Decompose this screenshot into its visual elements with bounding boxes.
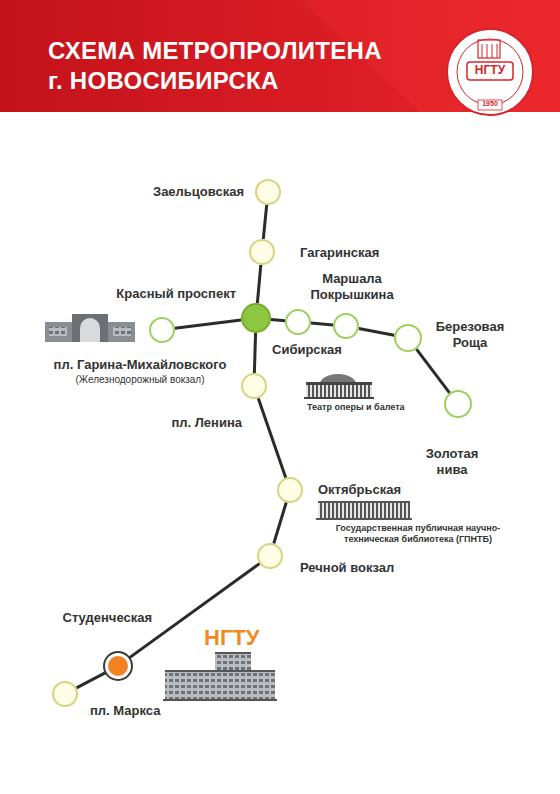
metro-line <box>76 672 106 688</box>
page-title: СХЕМА МЕТРОПРОЛИТЕНА г. НОВОСИБИРСКА <box>48 36 384 96</box>
station-name: (Железнодорожный вокзал) <box>75 374 204 386</box>
station-name: Студенческая <box>63 610 152 626</box>
station-name: Красный проспект <box>116 286 236 302</box>
station-name: Октябрьская <box>318 482 401 498</box>
opera-theatre-picture <box>304 374 374 399</box>
station-name: пл. Ленина <box>171 415 242 431</box>
landmark-caption: Театр оперы и балета <box>307 402 405 413</box>
metro-line <box>263 205 266 239</box>
logo-year: 1950 <box>482 100 498 108</box>
station-name: пл. Маркса <box>90 703 160 719</box>
station-name: Маршала Покрышкина <box>302 271 402 302</box>
station-circle: Красный проспект <box>241 303 271 333</box>
station-circle: пл. Ленина <box>241 373 267 399</box>
metro-line <box>359 328 394 335</box>
metro-line <box>274 502 286 543</box>
metro-line <box>311 323 333 325</box>
metro-line <box>254 333 255 373</box>
logo-text: НГТУ <box>475 63 505 77</box>
railway-station-picture <box>45 314 135 342</box>
station-name: Заельцовская <box>153 184 244 200</box>
metro-line <box>271 319 285 320</box>
university-building-picture <box>163 652 277 701</box>
station-circle: пл. Маркса <box>52 681 78 707</box>
station-name: Березовая Роща <box>428 319 512 350</box>
station-circle: Заельцовская <box>255 179 281 205</box>
station-circle: Гагаринская <box>249 239 275 265</box>
metro-line <box>416 349 449 393</box>
station-circle: Сибирская <box>285 309 311 335</box>
landmark-caption: Государственная публичная научно-техниче… <box>318 523 518 545</box>
station-circle: Березовая Роща <box>394 324 422 352</box>
station-name: Речной вокзал <box>300 560 394 576</box>
metro-line <box>257 265 260 303</box>
station-circle: Маршала Покрышкина <box>333 313 359 339</box>
metro-line <box>175 320 241 328</box>
metro-line <box>258 398 285 477</box>
station-circle: Студенческая <box>105 653 131 679</box>
library-picture <box>316 501 412 520</box>
station-circle: Золотая нива <box>444 390 472 418</box>
station-circle: Октябрьская <box>277 477 303 503</box>
station-name: пл. Гарина-Михайловского <box>54 357 227 373</box>
university-name: НГТУ <box>204 625 259 651</box>
station-name: Сибирская <box>272 342 342 358</box>
station-circle: Речной вокзал <box>257 543 283 569</box>
station-name: Гагаринская <box>300 245 379 261</box>
station-name: Золотая нива <box>412 446 492 477</box>
station-circle: пл. Гарина-Михайловского(Железнодорожный… <box>149 317 175 343</box>
university-logo <box>447 29 533 115</box>
